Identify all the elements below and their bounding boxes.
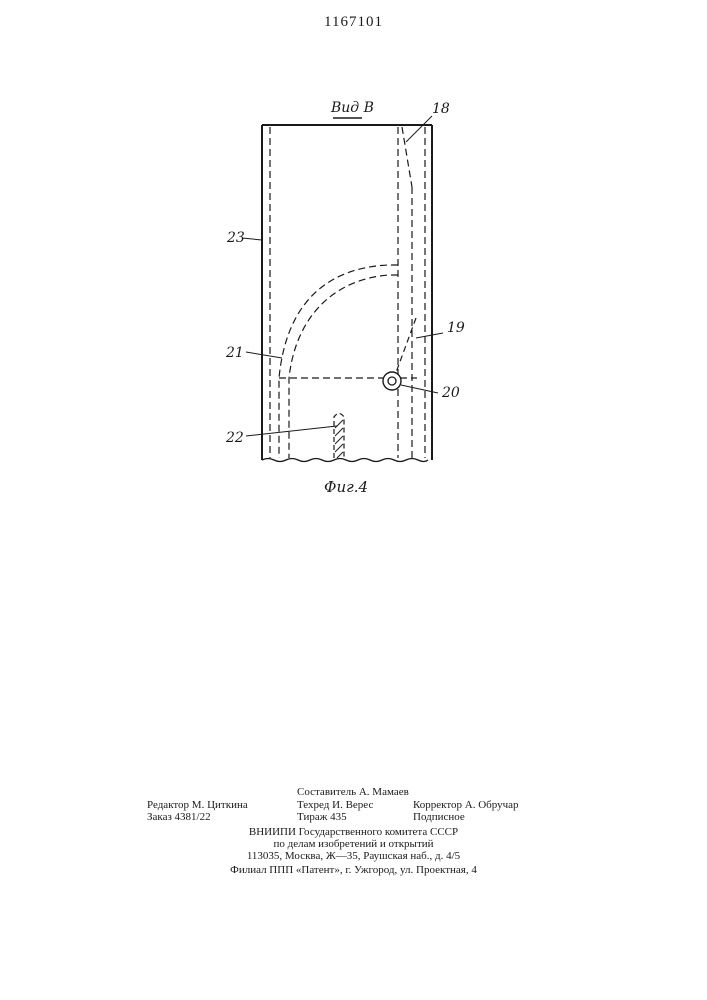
break-line [262, 459, 428, 462]
compiler-credit: Составитель А. Мамаев [297, 786, 409, 799]
callout-20: 20 [441, 385, 460, 401]
callout-22: 22 [225, 430, 244, 446]
hidden-lines [270, 127, 425, 458]
valve-arm [394, 318, 416, 378]
organization-address: 113035, Москва, Ж—35, Раушская наб., д. … [0, 850, 707, 863]
figure-4-drawing: Вид В [0, 0, 707, 520]
figure-caption: Фиг.4 [324, 478, 368, 496]
subscription-note: Подписное [413, 811, 465, 824]
order-number: Заказ 4381/22 [147, 811, 211, 824]
print-run: Тираж 435 [297, 811, 347, 824]
pin-22 [334, 414, 344, 459]
pivot-outer-circle [383, 372, 401, 390]
branch-line: Филиал ППП «Патент», г. Ужгород, ул. Про… [0, 864, 707, 877]
leader-lines [242, 116, 443, 436]
callout-19: 19 [447, 320, 465, 336]
callout-23: 23 [226, 230, 245, 246]
view-label: Вид В [330, 100, 374, 116]
callout-21: 21 [225, 345, 244, 361]
callout-18: 18 [432, 101, 450, 117]
